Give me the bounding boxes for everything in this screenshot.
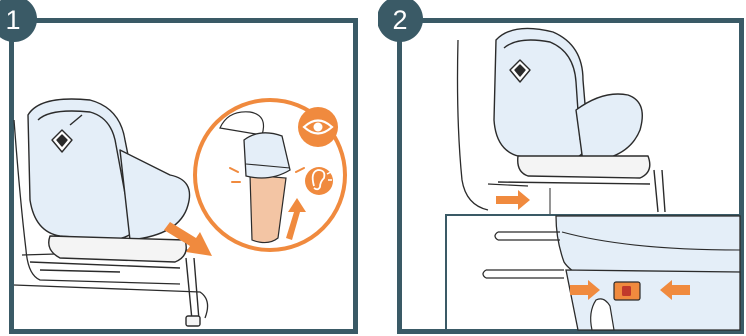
leg-release-housing — [244, 133, 290, 178]
eye-icon — [298, 107, 338, 147]
detail-inset — [446, 215, 740, 330]
step-2-number: 2 — [392, 5, 407, 35]
step-1-panel: 1 — [0, 0, 362, 336]
step-2-panel: 2 — [378, 0, 746, 336]
step-2-illustration: 2 — [378, 0, 746, 336]
release-button-icon — [614, 282, 640, 300]
step-1-number: 1 — [5, 5, 20, 35]
step-1-illustration: 1 — [0, 0, 362, 336]
ear-sound-icon — [305, 167, 333, 195]
